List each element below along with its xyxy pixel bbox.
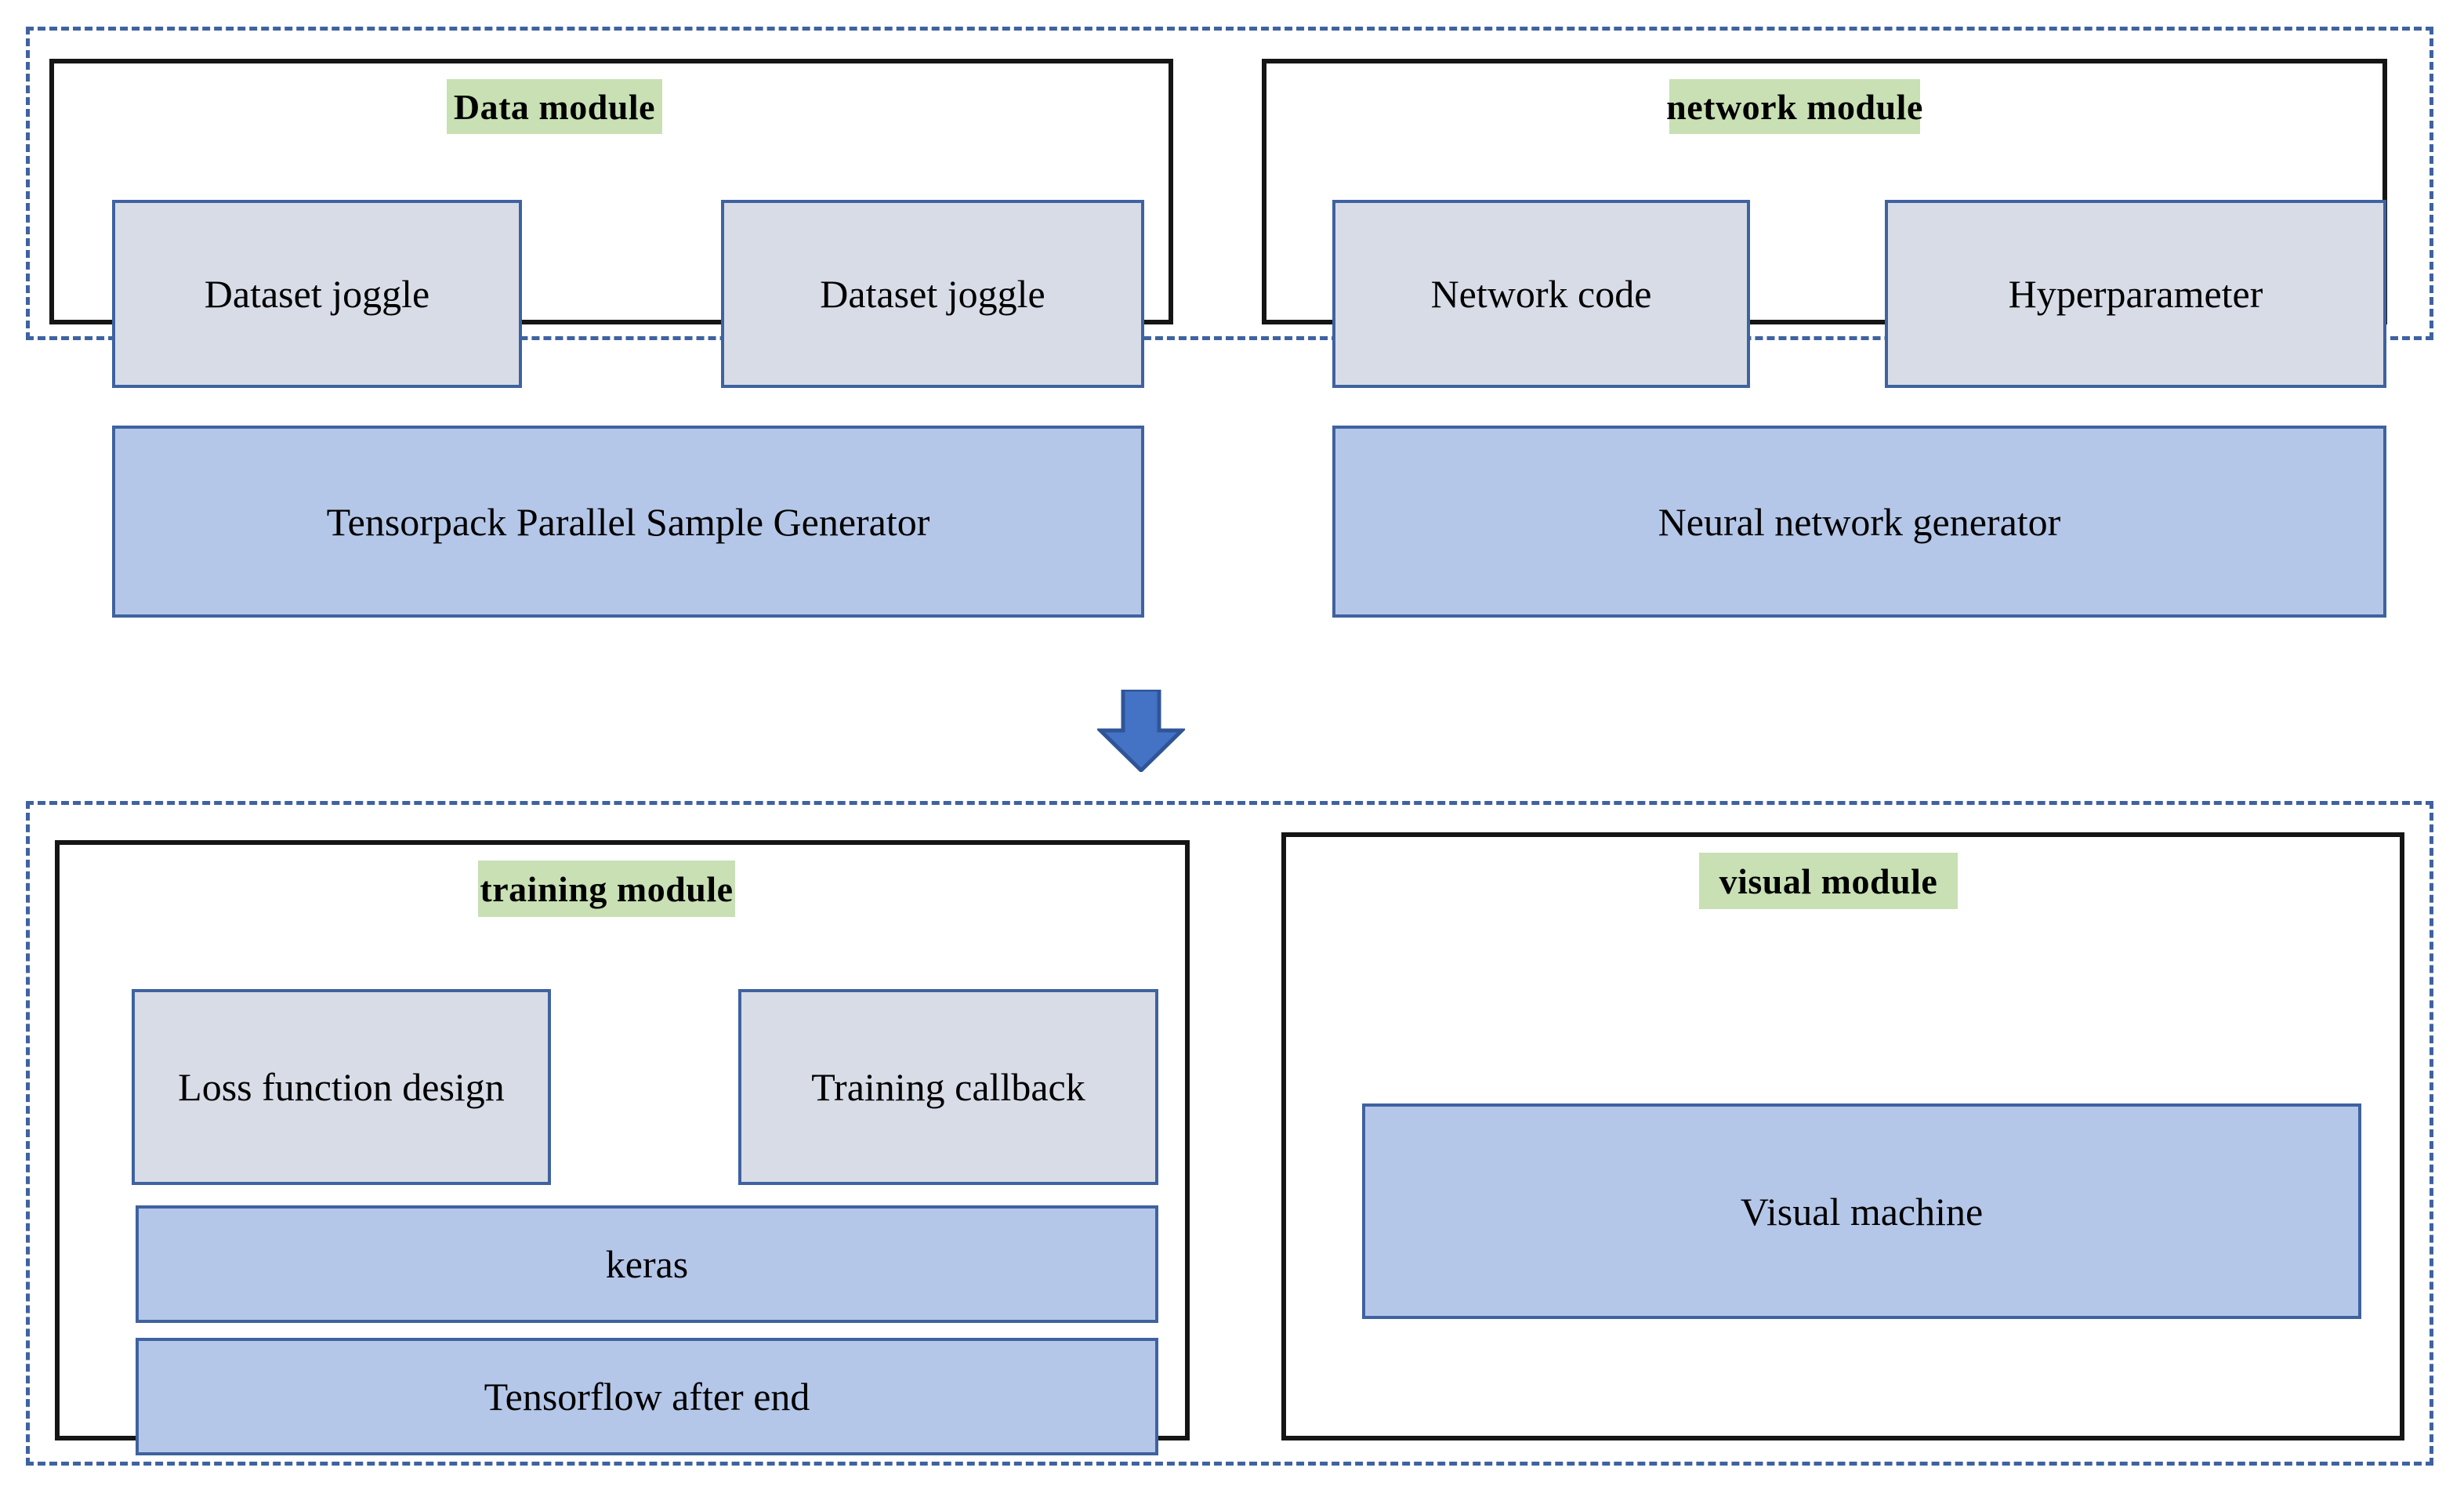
bottom-group-dashed-container [26, 801, 2433, 1466]
box-tensorflow-after-end[interactable]: Tensorflow after end [136, 1338, 1158, 1455]
box-neural-network-generator[interactable]: Neural network generator [1332, 426, 2386, 618]
visual-module-title: visual module [1699, 853, 1958, 909]
top-group-dashed-container [26, 27, 2433, 340]
down-arrow-icon [1095, 687, 1187, 774]
box-keras[interactable]: keras [136, 1205, 1158, 1323]
box-network-code[interactable]: Network code [1332, 200, 1750, 388]
data-module-title: Data module [447, 79, 662, 134]
network-module-title: network module [1666, 79, 1922, 134]
box-loss-function-design[interactable]: Loss function design [132, 989, 551, 1185]
box-dataset-joggle-left[interactable]: Dataset joggle [112, 200, 522, 388]
box-hyperparameter[interactable]: Hyperparameter [1885, 200, 2386, 388]
box-tensorpack-parallel-sample-generator[interactable]: Tensorpack Parallel Sample Generator [112, 426, 1144, 618]
box-dataset-joggle-right[interactable]: Dataset joggle [721, 200, 1144, 388]
box-visual-machine[interactable]: Visual machine [1362, 1103, 2361, 1319]
training-module-title: training module [478, 861, 735, 917]
box-training-callback[interactable]: Training callback [738, 989, 1158, 1185]
